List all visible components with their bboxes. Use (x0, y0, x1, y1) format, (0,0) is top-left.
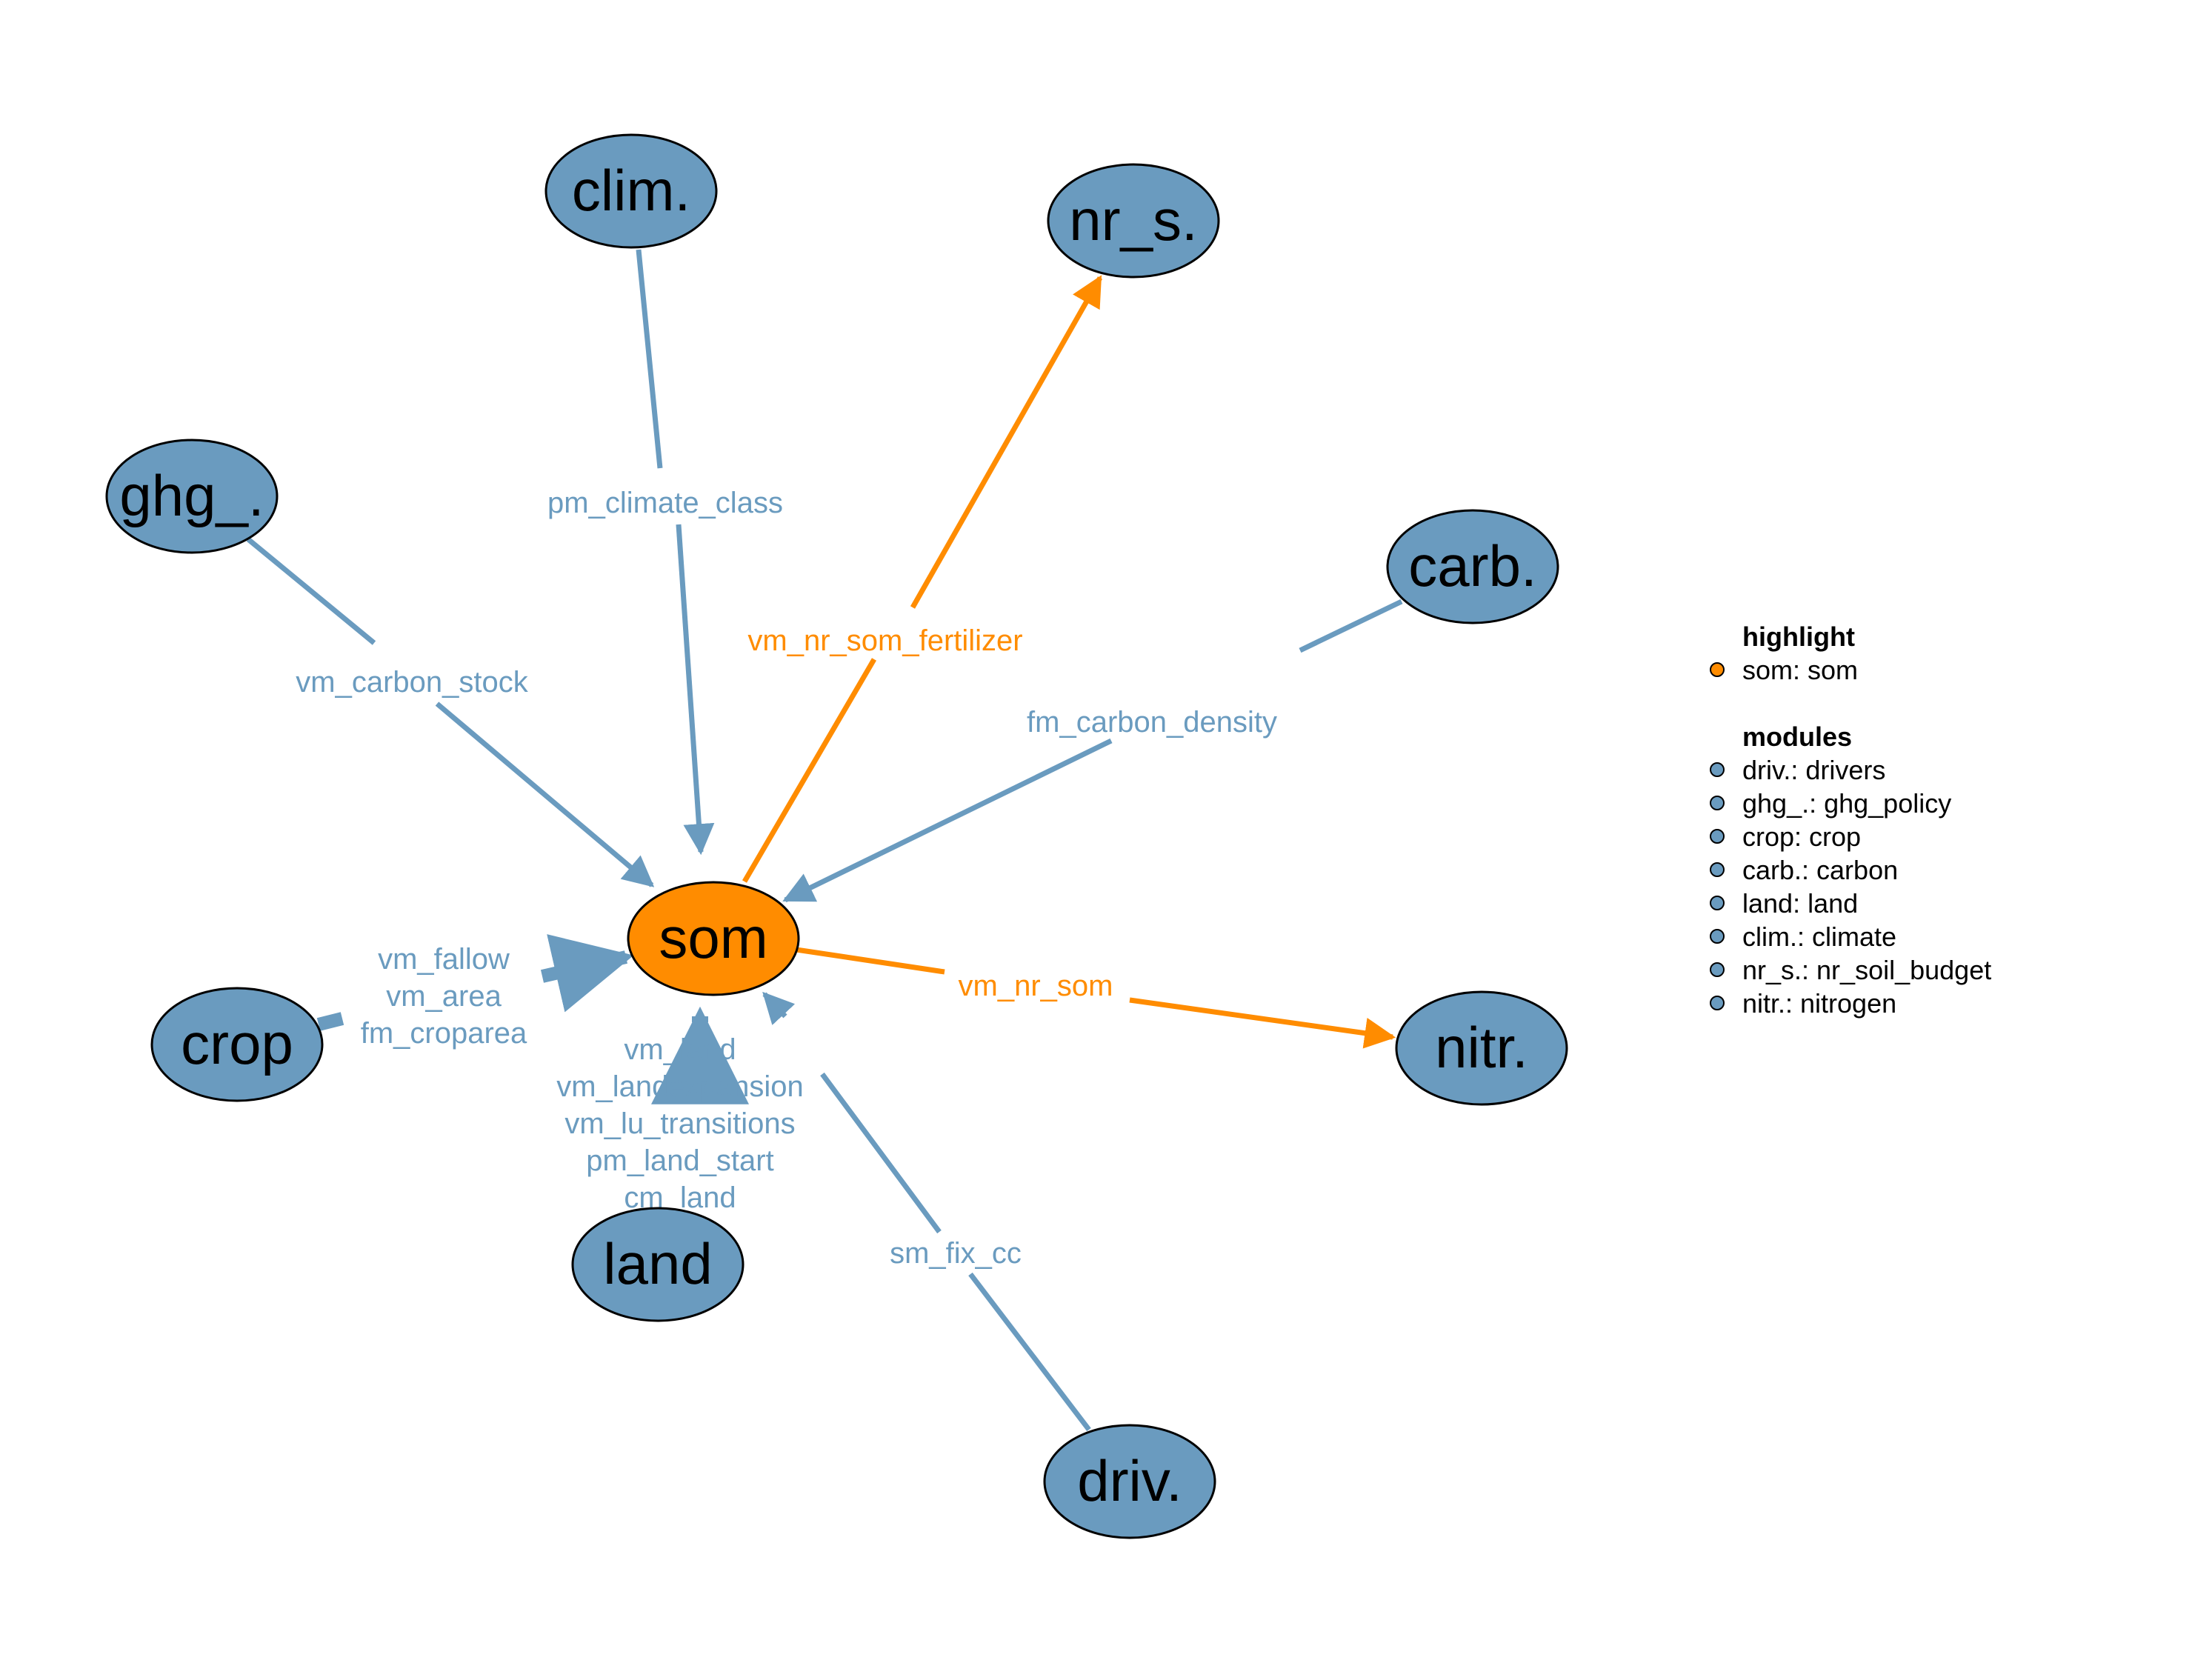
node-som[interactable]: som (627, 881, 800, 996)
legend-module-item: nr_s.: nr_soil_budget (1710, 955, 1991, 985)
node-land[interactable]: land (571, 1207, 744, 1322)
legend-module-item: crop: crop (1710, 821, 1861, 852)
edge-label: sm_fix_cc (890, 1237, 1022, 1270)
legend-module-label: crop: crop (1742, 821, 1861, 852)
edge-land-to-som[interactable]: vm_land vm_landexpansion vm_lu_transitio… (556, 1006, 804, 1214)
node-ghg[interactable]: ghg_. (105, 439, 279, 554)
legend-module-item: ghg_.: ghg_policy (1710, 788, 1951, 819)
node-carb[interactable]: carb. (1386, 509, 1559, 624)
legend-module-label: land: land (1742, 888, 1858, 919)
legend-module-label: carb.: carbon (1742, 855, 1898, 885)
edge-carb-to-som[interactable]: fm_carbon_density (782, 599, 1403, 903)
node-driv[interactable]: driv. (1043, 1424, 1216, 1539)
node-label: nitr. (1435, 1015, 1528, 1080)
legend-modules-title: modules (1742, 721, 1852, 752)
edge-label: fm_croparea (361, 1017, 527, 1050)
legend-highlight-item: som: som (1742, 655, 1858, 685)
node-nr-s[interactable]: nr_s. (1047, 163, 1220, 279)
edge-som-to-nr-s[interactable]: vm_nr_som_fertilizer (742, 275, 1103, 883)
edge-label: vm_area (386, 980, 502, 1013)
edge-label: vm_land (624, 1033, 736, 1066)
node-crop[interactable]: crop (150, 987, 324, 1102)
legend: highlight som: som modules driv.: driver… (1710, 621, 1991, 1019)
node-label: ghg_. (119, 463, 264, 528)
node-label: carb. (1408, 533, 1536, 599)
node-label: som (659, 905, 767, 970)
nodes: som clim. nr_s. ghg_. carb. crop nitr. (105, 133, 1568, 1539)
legend-module-label: driv.: drivers (1742, 755, 1885, 785)
node-nitr[interactable]: nitr. (1395, 990, 1568, 1106)
node-label: driv. (1077, 1448, 1182, 1513)
edge-label: fm_carbon_density (1027, 706, 1277, 739)
node-label: land (603, 1231, 712, 1296)
edge-label: pm_land_start (586, 1144, 773, 1177)
edges: pm_climate_class vm_nr_som_fertilizer vm… (246, 249, 1403, 1432)
edge-clim-to-som[interactable]: pm_climate_class (547, 249, 783, 856)
edge-driv-to-som[interactable]: sm_fix_cc (762, 991, 1091, 1432)
edge-label: vm_fallow (378, 943, 510, 976)
node-clim[interactable]: clim. (544, 133, 718, 249)
legend-module-item: carb.: carbon (1710, 855, 1898, 885)
legend-module-item: nitr.: nitrogen (1710, 988, 1896, 1019)
edge-label: vm_landexpansion (556, 1070, 804, 1103)
legend-module-label: nitr.: nitrogen (1742, 988, 1896, 1019)
legend-module-label: nr_s.: nr_soil_budget (1742, 955, 1991, 985)
edge-label: vm_carbon_stock (296, 666, 528, 699)
legend-module-label: ghg_.: ghg_policy (1742, 788, 1951, 819)
legend-module-item: land: land (1710, 888, 1858, 919)
edge-label: vm_nr_som (959, 970, 1113, 1002)
edge-label: vm_nr_som_fertilizer (747, 624, 1022, 657)
edge-label: pm_climate_class (547, 487, 783, 519)
edge-label: vm_lu_transitions (564, 1107, 795, 1140)
legend-module-label: clim.: climate (1742, 922, 1896, 952)
legend-module-item: driv.: drivers (1710, 755, 1885, 785)
node-label: nr_s. (1069, 187, 1197, 253)
edge-ghg-to-som[interactable]: vm_carbon_stock (246, 537, 655, 887)
legend-highlight-title: highlight (1742, 621, 1855, 652)
legend-highlight-marker (1710, 662, 1725, 677)
edge-crop-to-som[interactable]: vm_fallow vm_area fm_croparea (316, 934, 634, 1050)
node-label: crop (181, 1011, 293, 1076)
node-label: clim. (572, 158, 690, 223)
legend-module-item: clim.: climate (1710, 922, 1896, 952)
edge-som-to-nitr[interactable]: vm_nr_som (796, 947, 1396, 1049)
